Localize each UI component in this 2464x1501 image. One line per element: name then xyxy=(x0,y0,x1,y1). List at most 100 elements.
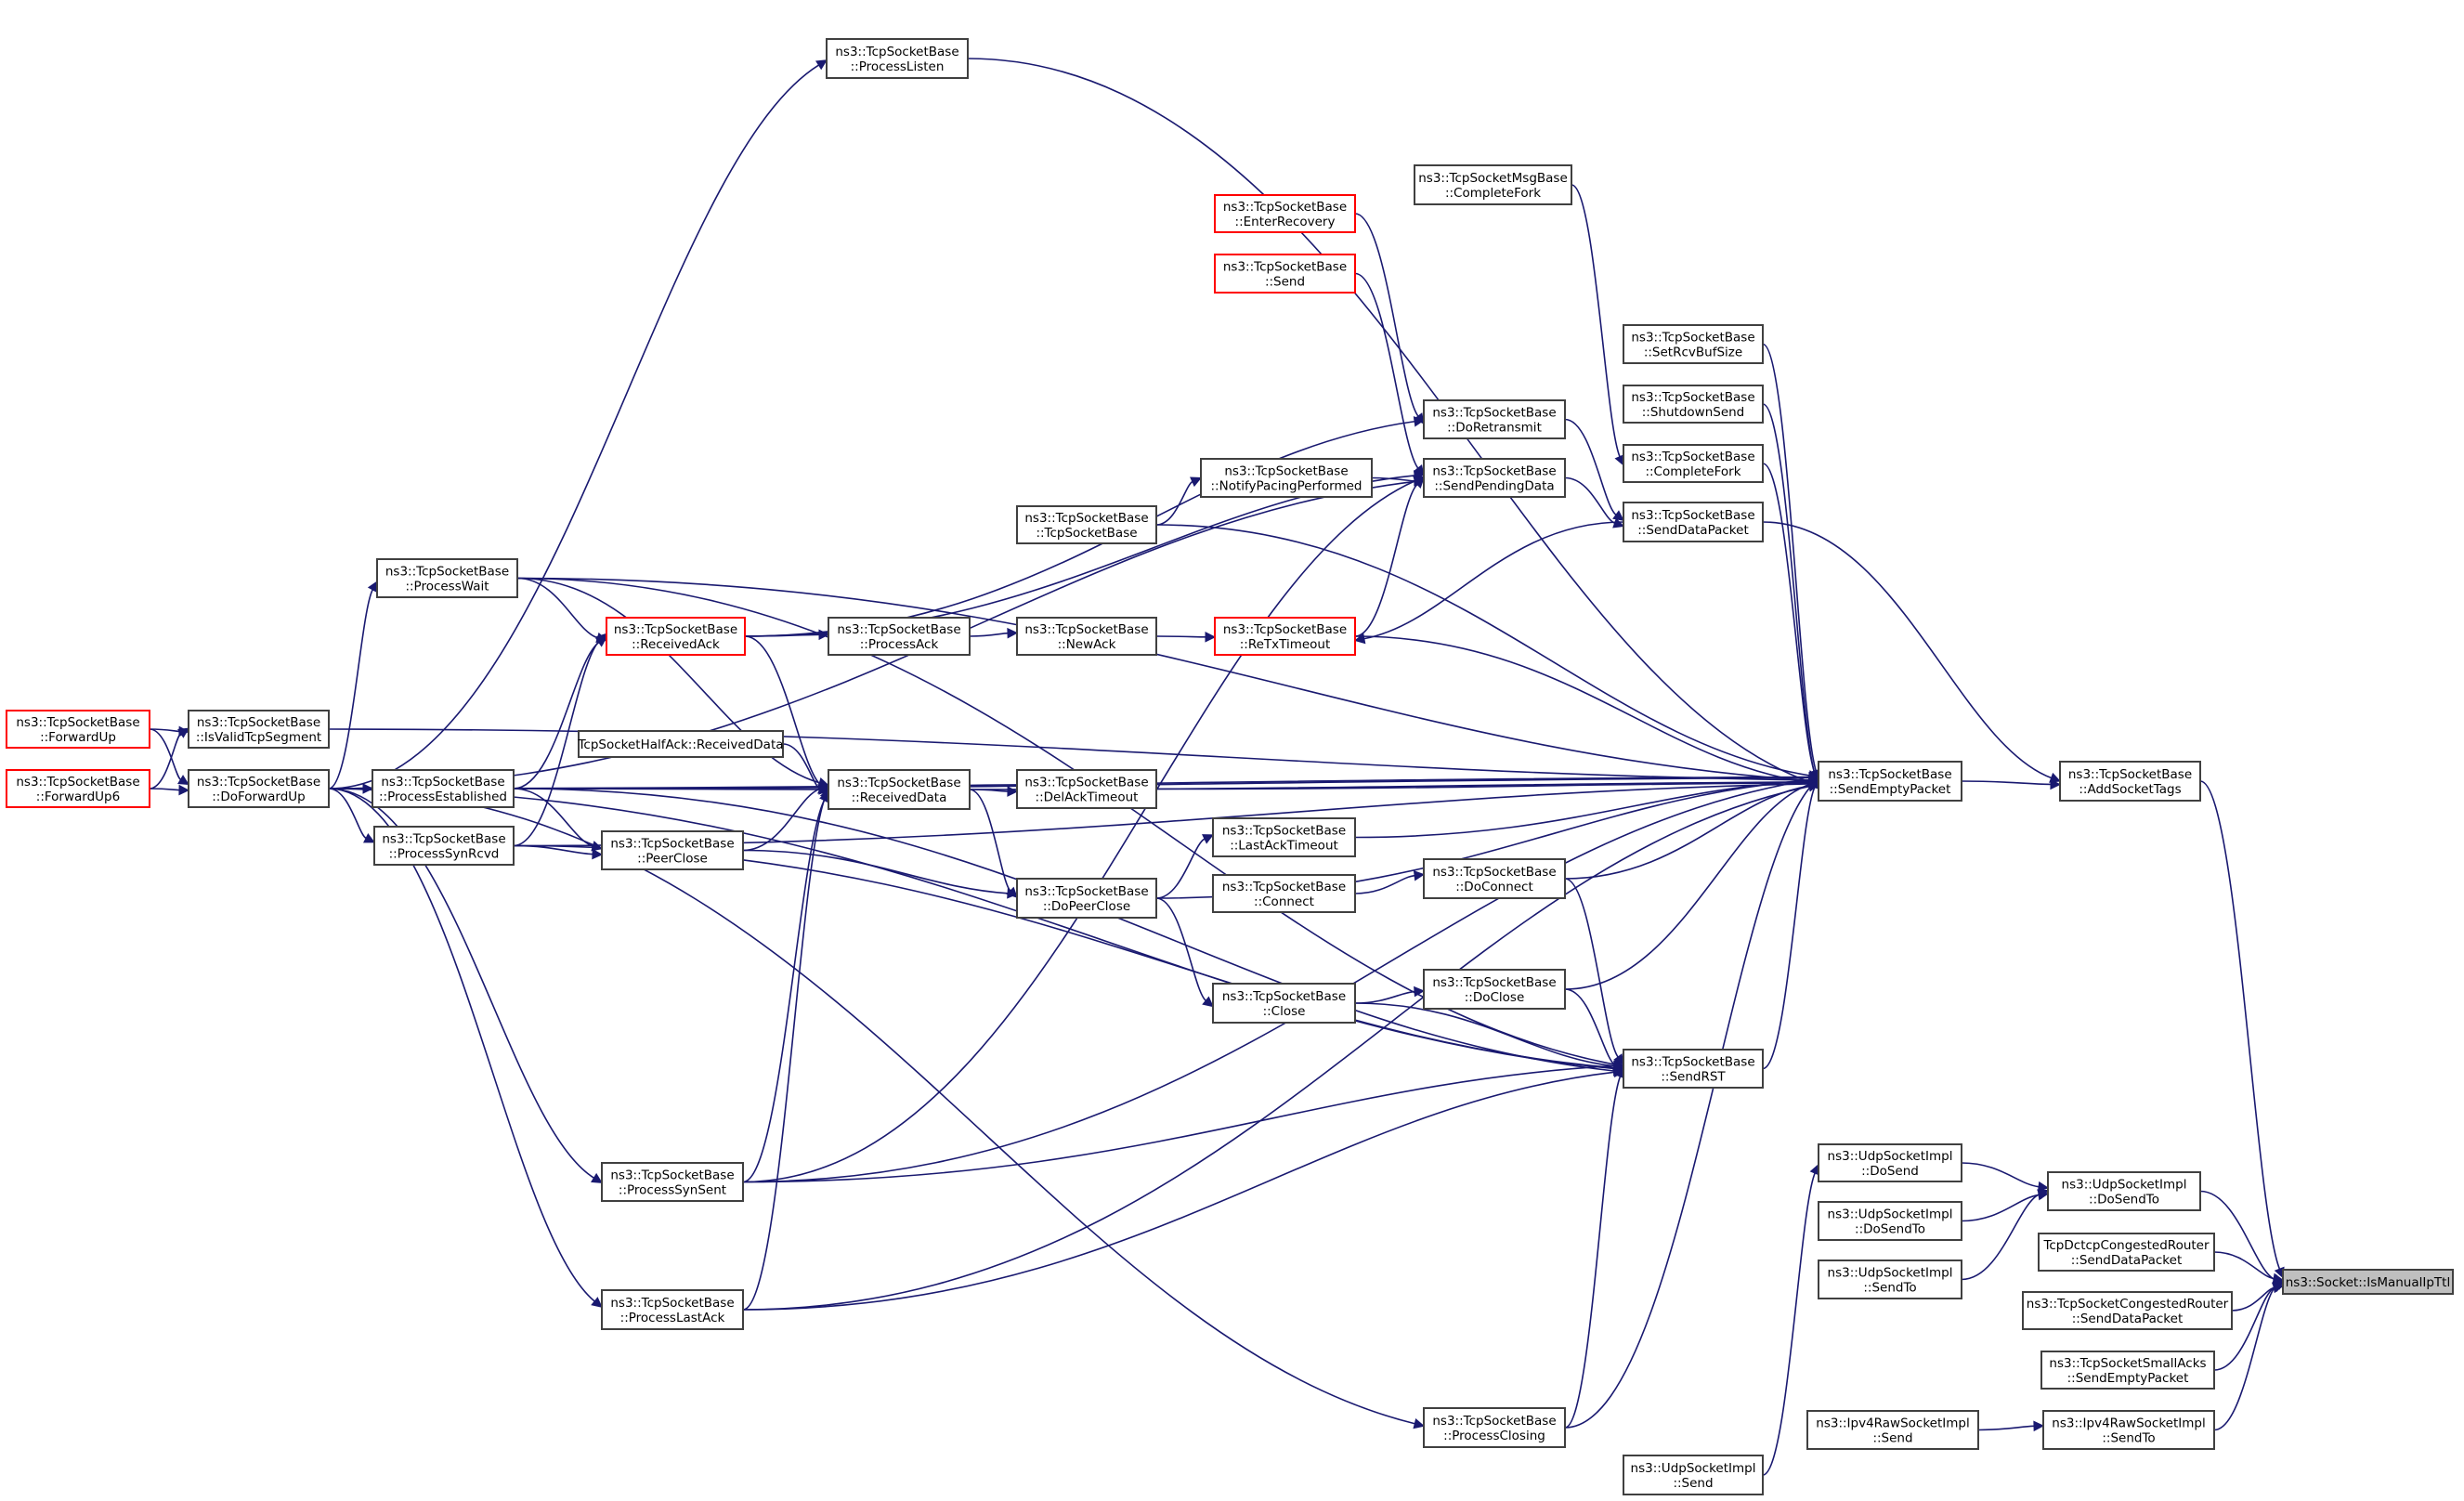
node-box xyxy=(2022,1291,2233,1330)
node-box xyxy=(1806,1410,1979,1450)
node-setRcvBufSize[interactable]: ns3::TcpSocketBase::SetRcvBufSize xyxy=(1623,324,1764,364)
edge-peerClose-to-doPeerClose xyxy=(742,849,1009,894)
edge-completeFork-to-sendEmptyPacket xyxy=(1762,463,1816,774)
arrowhead-icon xyxy=(178,784,190,796)
node-completeFork[interactable]: ns3::TcpSocketBase::CompleteFork xyxy=(1623,444,1764,483)
node-smallAcks[interactable]: ns3::TcpSocketSmallAcks::SendEmptyPacket xyxy=(2040,1351,2215,1390)
node-processSynRcvd[interactable]: ns3::TcpSocketBase::ProcessSynRcvd xyxy=(373,826,515,866)
node-close[interactable]: ns3::TcpSocketBase::Close xyxy=(1212,983,1356,1024)
node-sendPendingData[interactable]: ns3::TcpSocketBase::SendPendingData xyxy=(1423,458,1566,498)
node-peerClose[interactable]: ns3::TcpSocketBase::PeerClose xyxy=(601,830,744,870)
node-label: ns3::UdpSocketImpl xyxy=(2062,1178,2187,1193)
node-label: ::SetRcvBufSize xyxy=(1644,346,1742,360)
node-tcpSocketBase[interactable]: ns3::TcpSocketBase::TcpSocketBase xyxy=(1016,505,1157,544)
node-delAckTimeout[interactable]: ns3::TcpSocketBase::DelAckTimeout xyxy=(1016,769,1157,809)
node-doForwardUp[interactable]: ns3::TcpSocketBase::DoForwardUp xyxy=(188,769,330,808)
node-receivedAck[interactable]: ns3::TcpSocketBase::ReceivedAck xyxy=(606,617,746,656)
node-udpSend[interactable]: ns3::UdpSocketImpl::Send xyxy=(1623,1455,1764,1495)
node-isValidTcpSegment[interactable]: ns3::TcpSocketBase::IsValidTcpSegment xyxy=(188,710,330,749)
node-label: ::SendEmptyPacket xyxy=(1830,782,1951,797)
edge-peerClose-to-receivedData xyxy=(742,788,820,852)
node-box xyxy=(1423,399,1566,439)
node-label: ::IsValidTcpSegment xyxy=(196,730,321,745)
edge-doForwardUp-to-processLastAck xyxy=(328,788,595,1302)
node-label: ::ProcessListen xyxy=(851,59,945,74)
node-processSynSent[interactable]: ns3::TcpSocketBase::ProcessSynSent xyxy=(601,1162,744,1202)
node-processEstablished[interactable]: ns3::TcpSocketBase::ProcessEstablished xyxy=(372,769,515,808)
node-label: ns3::TcpSocketBase xyxy=(610,1168,734,1183)
node-label: ::ProcessAck xyxy=(860,637,939,652)
node-send[interactable]: ns3::TcpSocketBase::Send xyxy=(1214,254,1356,294)
node-udpDoSend[interactable]: ns3::UdpSocketImpl::DoSend xyxy=(1818,1143,1962,1182)
node-doConnect[interactable]: ns3::TcpSocketBase::DoConnect xyxy=(1423,858,1566,899)
nodes-layer: ns3::Socket::IsManualIpTtlns3::TcpSocket… xyxy=(6,38,2454,1495)
node-processAck[interactable]: ns3::TcpSocketBase::ProcessAck xyxy=(828,617,971,656)
node-label: ns3::TcpSocketBase xyxy=(385,565,509,580)
node-udpDoSendTo[interactable]: ns3::UdpSocketImpl::DoSendTo xyxy=(2047,1171,2201,1211)
node-dctcpRouter[interactable]: TcpDctcpCongestedRouter::SendDataPacket xyxy=(2038,1233,2215,1272)
node-label: TcpSocketHalfAck::ReceivedData xyxy=(577,737,783,752)
node-lastAckTimeout[interactable]: ns3::TcpSocketBase::LastAckTimeout xyxy=(1212,817,1356,857)
edge-reTxTimeout-to-sendEmptyPacket xyxy=(1354,635,1810,784)
node-label: ::SendPendingData xyxy=(1434,479,1554,494)
node-reTxTimeout[interactable]: ns3::TcpSocketBase::ReTxTimeout xyxy=(1214,617,1356,656)
node-root[interactable]: ns3::Socket::IsManualIpTtl xyxy=(2282,1269,2454,1295)
edge-processWait-to-receivedData xyxy=(516,577,820,784)
node-udpSendTo[interactable]: ns3::UdpSocketImpl::SendTo xyxy=(1818,1260,1962,1299)
node-box xyxy=(1818,1143,1962,1182)
node-doPeerClose[interactable]: ns3::TcpSocketBase::DoPeerClose xyxy=(1016,878,1157,919)
node-enterRecovery[interactable]: ns3::TcpSocketBase::EnterRecovery xyxy=(1214,194,1356,233)
arrowhead-icon xyxy=(2037,1181,2050,1193)
node-forwardUp6[interactable]: ns3::TcpSocketBase::ForwardUp6 xyxy=(6,769,150,808)
node-udpDoSendTo2[interactable]: ns3::UdpSocketImpl::DoSendTo xyxy=(1818,1201,1962,1241)
node-rawSend[interactable]: ns3::Ipv4RawSocketImpl::Send xyxy=(1806,1410,1979,1450)
node-receivedData[interactable]: ns3::TcpSocketBase::ReceivedData xyxy=(828,769,971,810)
node-processListen[interactable]: ns3::TcpSocketBase::ProcessListen xyxy=(826,38,969,79)
node-label: ::Send xyxy=(1673,1476,1713,1491)
node-msgCompleteFork[interactable]: ns3::TcpSocketMsgBase::CompleteFork xyxy=(1414,164,1572,205)
node-addSocketTags[interactable]: ns3::TcpSocketBase::AddSocketTags xyxy=(2059,761,2201,802)
node-label: ns3::TcpSocketBase xyxy=(1024,511,1148,526)
node-label: ns3::Ipv4RawSocketImpl xyxy=(2052,1416,2205,1431)
node-notifyPacing[interactable]: ns3::TcpSocketBase::NotifyPacingPerforme… xyxy=(1200,458,1373,498)
node-box xyxy=(1623,502,1764,542)
node-box xyxy=(6,769,150,808)
node-label: ns3::Ipv4RawSocketImpl xyxy=(1816,1416,1969,1431)
node-label: ::SendEmptyPacket xyxy=(2067,1371,2189,1386)
node-label: ::Connect xyxy=(1254,894,1314,909)
node-label: ns3::TcpSocketBase xyxy=(1432,865,1556,880)
node-doClose[interactable]: ns3::TcpSocketBase::DoClose xyxy=(1423,969,1566,1010)
node-sendDataPacket[interactable]: ns3::TcpSocketBase::SendDataPacket xyxy=(1623,502,1764,542)
edge-sendDataPacket-to-addSocketTags xyxy=(1762,521,2052,779)
node-sendRST[interactable]: ns3::TcpSocketBase::SendRST xyxy=(1623,1049,1764,1089)
node-processWait[interactable]: ns3::TcpSocketBase::ProcessWait xyxy=(376,558,518,598)
arrowhead-icon xyxy=(1202,834,1215,844)
node-label: ::ProcessSynSent xyxy=(619,1183,726,1198)
node-label: ::NotifyPacingPerformed xyxy=(1211,479,1362,494)
arrowhead-icon xyxy=(2033,1420,2045,1432)
node-newAck[interactable]: ns3::TcpSocketBase::NewAck xyxy=(1016,617,1157,656)
node-label: ns3::TcpSocketBase xyxy=(1224,464,1348,479)
node-sendEmptyPacket[interactable]: ns3::TcpSocketBase::SendEmptyPacket xyxy=(1818,761,1962,802)
edge-shutdownSend-to-sendEmptyPacket xyxy=(1762,403,1817,777)
node-shutdownSend[interactable]: ns3::TcpSocketBase::ShutdownSend xyxy=(1623,385,1764,424)
node-congRouter[interactable]: ns3::TcpSocketCongestedRouter::SendDataP… xyxy=(2022,1291,2233,1330)
arrowhead-icon xyxy=(592,848,604,860)
node-processLastAck[interactable]: ns3::TcpSocketBase::ProcessLastAck xyxy=(601,1289,744,1330)
node-label: ns3::TcpSocketBase xyxy=(614,622,737,637)
node-label: ns3::TcpSocketBase xyxy=(1432,1414,1556,1429)
node-halfAckReceivedData[interactable]: TcpSocketHalfAck::ReceivedData xyxy=(577,730,784,758)
node-doRetransmit[interactable]: ns3::TcpSocketBase::DoRetransmit xyxy=(1423,399,1566,439)
node-rawSendTo[interactable]: ns3::Ipv4RawSocketImpl::SendTo xyxy=(2042,1410,2215,1450)
node-box xyxy=(1016,505,1157,544)
node-processClosing[interactable]: ns3::TcpSocketBase::ProcessClosing xyxy=(1423,1407,1566,1448)
node-label: ns3::TcpSocketBase xyxy=(1024,776,1148,790)
node-box xyxy=(1818,1201,1962,1241)
arrowhead-icon xyxy=(1007,887,1019,899)
node-box xyxy=(372,769,515,808)
node-connect[interactable]: ns3::TcpSocketBase::Connect xyxy=(1212,874,1356,913)
edge-doPeerClose-to-close xyxy=(1155,897,1206,1001)
node-forwardUp[interactable]: ns3::TcpSocketBase::ForwardUp xyxy=(6,710,150,749)
node-box xyxy=(1016,617,1157,656)
node-box xyxy=(606,617,746,656)
